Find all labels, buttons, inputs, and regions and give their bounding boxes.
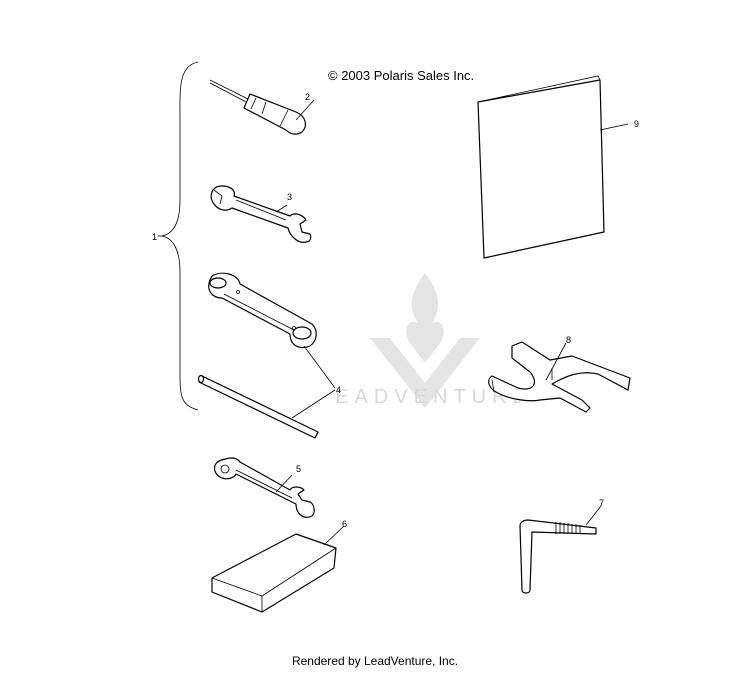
watermark-text: LEADVENTURE [330, 386, 520, 408]
callout-2: 2 [305, 92, 310, 102]
combination-wrench [213, 457, 315, 518]
open-end-wrench [210, 185, 312, 243]
footer-credit: Rendered by LeadVenture, Inc. [291, 654, 459, 668]
callout-3: 3 [287, 192, 292, 202]
spanner-tool [488, 341, 631, 413]
hex-key [519, 505, 602, 594]
screwdriver [209, 79, 315, 135]
callout-9: 9 [634, 119, 639, 129]
callout-1: 1 [152, 232, 157, 242]
callout-8: 8 [566, 335, 571, 345]
tool-pouch [211, 525, 345, 613]
copyright-text: © 2003 Polaris Sales Inc. [328, 68, 475, 83]
callout-6: 6 [342, 519, 347, 529]
tommy-bar [197, 374, 319, 439]
callout-7: 7 [599, 498, 604, 508]
leadventure-watermark-icon: LEADVENTURE [330, 273, 520, 408]
socket-wrench [208, 272, 317, 349]
group-brace [161, 61, 199, 411]
owners-manual [477, 75, 629, 259]
callout-4: 4 [336, 385, 341, 395]
callout-5: 5 [296, 464, 301, 474]
